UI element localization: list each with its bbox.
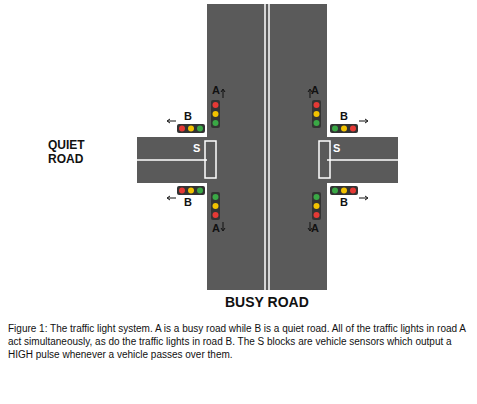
road-label: A [212, 222, 220, 235]
vehicle-sensor [205, 141, 216, 178]
road-name: BUSY ROAD [225, 294, 309, 310]
road-label: B [184, 110, 192, 123]
traffic-light [312, 100, 321, 128]
quiet-road [137, 137, 398, 183]
sensor-label: S [333, 142, 340, 155]
figure-caption: Figure 1: The traffic light system. A is… [8, 322, 468, 361]
road-label: B [184, 196, 192, 209]
vehicle-sensor [319, 141, 330, 178]
centre-line [264, 4, 266, 290]
centre-line [327, 159, 398, 161]
traffic-light [312, 192, 321, 220]
traffic-light [330, 124, 358, 133]
centre-line [137, 159, 207, 161]
road-label: B [340, 110, 348, 123]
traffic-light [211, 192, 220, 220]
traffic-light [177, 124, 205, 133]
direction-arrow [167, 89, 368, 231]
road-label: B [340, 196, 348, 209]
centre-line [268, 4, 270, 290]
road-label: A [311, 84, 319, 97]
road-label: A [212, 84, 220, 97]
sensor-label: S [193, 142, 200, 155]
road-label: A [311, 222, 319, 235]
traffic-light [211, 100, 220, 128]
traffic-light [177, 186, 205, 195]
traffic-light [330, 186, 358, 195]
road-name: QUIET ROAD [48, 139, 96, 167]
